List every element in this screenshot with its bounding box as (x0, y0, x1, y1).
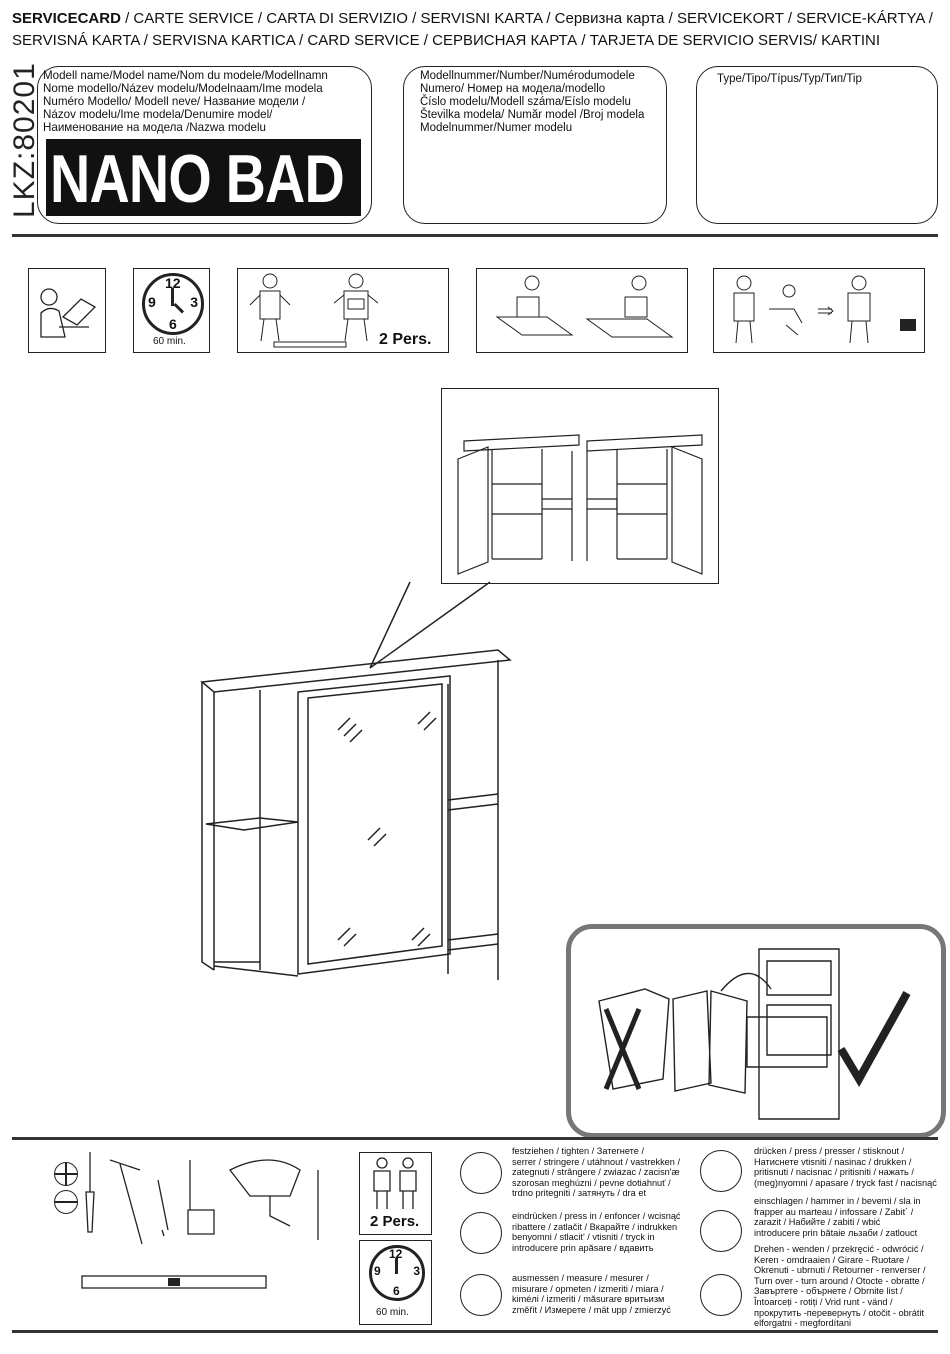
two-persons-bottom-icon: 2 Pers. (359, 1152, 432, 1235)
type-label: Type/Tipo/Típus/Typ/Тип/Tip (717, 73, 862, 85)
tighten-icon (460, 1152, 502, 1194)
turn-over-icon (700, 1274, 742, 1316)
time-label: 60 min. (153, 336, 186, 347)
header-line-1: SERVICECARD / CARTE SERVICE / CARTA DI S… (12, 8, 933, 30)
spirit-level-icon (81, 1275, 267, 1289)
press-hand-icon (700, 1150, 742, 1192)
measure-text: ausmessen / measure / mesurer / misurare… (512, 1273, 671, 1315)
cabinet-detail-callout (441, 388, 719, 584)
press-in-text: eindrücken / press in / enfoncer / wcisn… (512, 1211, 681, 1253)
clock-icon: 12 3 6 9 (142, 273, 204, 335)
measure-icon (460, 1274, 502, 1316)
bottom-clock-icon: 12 3 6 9 (369, 1245, 425, 1301)
mirror-cabinet-illustration (200, 649, 512, 980)
phillips-screw-icon (54, 1162, 78, 1186)
press-hand-text: drücken / press / presser / stisknout / … (754, 1146, 937, 1188)
model-number-box: Modellnummer/Number/Numérodumodele Numer… (403, 66, 667, 224)
keep-documents-box (566, 924, 946, 1138)
read-instructions-icon (28, 268, 106, 353)
hammer-text: einschlagen / hammer in / bevemi / sla i… (754, 1196, 921, 1238)
bottom-divider (12, 1330, 938, 1333)
model-name-box: Modell name/Model name/Nom du modele/Mod… (37, 66, 372, 224)
top-divider (12, 234, 938, 237)
header-line-1-rest: / CARTE SERVICE / CARTA DI SERVIZIO / SE… (120, 10, 933, 27)
callout-pointer (369, 581, 491, 669)
hammer-icon (700, 1210, 742, 1252)
slotted-screw-icon (54, 1190, 78, 1214)
tools-area (40, 1150, 340, 1310)
header-line-2: SERVISNÁ KARTA / SERVISNA KARTICA / CARD… (12, 32, 881, 49)
persons-label: 2 Pers. (379, 331, 432, 348)
bottom-top-divider (12, 1137, 938, 1140)
two-persons-icon: 2 Pers. (237, 268, 449, 353)
turn-over-text: Drehen - wenden / przekręcić - odwrócić … (754, 1244, 926, 1329)
bottom-time-icon: 12 3 6 9 60 min. (359, 1240, 432, 1325)
bottom-time-label: 60 min. (376, 1307, 409, 1318)
tools-illustration (85, 1152, 319, 1245)
model-name-value: NANO BAD (50, 141, 345, 217)
model-number-label: Modellnummer/Number/Numérodumodele Numer… (420, 70, 645, 134)
time-estimate-icon: 12 3 6 9 60 min. (133, 268, 210, 353)
assembly-floor-icon (476, 268, 688, 353)
press-in-icon (460, 1212, 502, 1254)
servicecard-title: SERVICECARD (12, 10, 121, 27)
model-name-label: Modell name/Model name/Nom du modele/Mod… (43, 69, 328, 134)
call-service-icon (713, 268, 925, 353)
model-name-bar: NANO BAD (46, 139, 361, 217)
type-box: Type/Tipo/Típus/Typ/Тип/Tip (696, 66, 938, 224)
bottom-persons-label: 2 Pers. (370, 1213, 420, 1230)
tighten-text: festziehen / tighten / Затегнете / serre… (512, 1146, 681, 1199)
